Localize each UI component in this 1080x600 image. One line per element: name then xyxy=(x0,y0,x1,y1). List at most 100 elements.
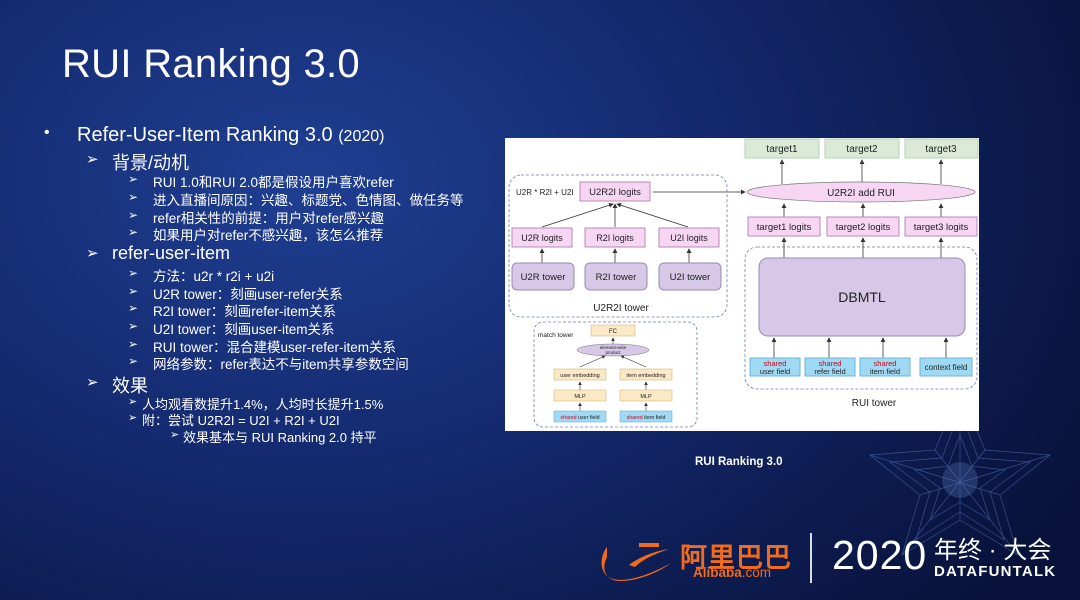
tower-box xyxy=(584,262,648,291)
arrow-marker: ➢ xyxy=(128,225,139,239)
event-name: 年终 · 大会 xyxy=(934,537,1052,564)
star-decoration-icon xyxy=(869,389,1051,556)
field-shared-label: shared xyxy=(764,359,787,368)
fc-label: FC xyxy=(609,329,618,335)
method-item: RUI tower：混合建模user-refer-item关系 xyxy=(153,340,397,355)
element-wise-label: product xyxy=(605,350,621,355)
target-logits-box xyxy=(904,216,978,237)
logits-box xyxy=(511,227,573,248)
target-label: target1 xyxy=(766,144,798,155)
embedding-label: item embedding xyxy=(626,373,665,379)
slide-title: RUI Ranking 3.0 xyxy=(62,42,360,86)
fc-box xyxy=(590,324,636,337)
mlp-box xyxy=(619,389,673,402)
arrow-marker: ➢ xyxy=(128,208,139,222)
match-field-label: shared item field xyxy=(627,415,666,421)
field-label: refer field xyxy=(814,367,845,376)
target-label: target2 xyxy=(846,144,878,155)
u2r2i-logits-label: U2R2I logits xyxy=(589,187,641,198)
rui-ranking-diagram: target1 target2 target3 U2R2I add RUI xyxy=(505,138,979,431)
tower-label: U2I tower xyxy=(670,272,711,283)
add-rui-label: U2R2I add RUI xyxy=(827,188,895,199)
arrow-marker: ➢ xyxy=(128,319,139,333)
mlp-label: MLP xyxy=(574,394,586,400)
logits-box xyxy=(584,227,646,248)
target-logits-label: target1 logits xyxy=(757,222,812,233)
tower-label: U2R tower xyxy=(521,272,566,283)
field-label: context field xyxy=(925,363,968,372)
event-year: 2020 xyxy=(832,532,928,578)
target-box xyxy=(744,138,820,159)
method-item: U2I tower：刻画user-item关系 xyxy=(153,322,335,337)
shared-refer-field xyxy=(804,357,856,377)
u2r2i-tower-group xyxy=(508,174,728,318)
main-bullet-year: (2020) xyxy=(338,128,385,145)
alibaba-brand: 阿里巴巴 xyxy=(680,543,792,573)
target-label: target3 xyxy=(925,144,957,155)
target-box xyxy=(904,138,979,159)
arrow-marker: ➢ xyxy=(128,284,139,298)
target-boxes: target1 target2 target3 xyxy=(744,138,979,159)
embedding-label: user embedding xyxy=(560,373,599,379)
alibaba-domain: Alibaba.com xyxy=(693,565,772,580)
target-logits-label: target2 logits xyxy=(836,222,891,233)
u2r2i-tower-label: U2R2I tower xyxy=(593,303,649,314)
method-item: 网络参数：refer表达不与item共享参数空间 xyxy=(153,357,409,372)
formula-label: U2R * R2I + U2I xyxy=(516,188,574,197)
arrow-marker: ➢ xyxy=(128,266,139,280)
background-item: 如果用户对refer不感兴趣，该怎么推荐 xyxy=(153,228,384,243)
arrow-marker: ➢ xyxy=(128,396,138,408)
background-item: refer相关性的前提：用户对refer感兴趣 xyxy=(153,211,385,226)
method-item: U2R tower：刻画user-refer关系 xyxy=(153,287,343,302)
arrow-marker: ➢ xyxy=(128,354,139,368)
method-item: 方法：u2r * r2i + u2i xyxy=(153,269,275,284)
tower-box xyxy=(511,262,575,291)
mlp-label: MLP xyxy=(640,394,652,400)
alibaba-logo-icon xyxy=(601,543,671,581)
target-logits-box xyxy=(747,216,821,237)
method-heading: refer-user-item xyxy=(112,243,231,263)
field-label: user field xyxy=(760,367,790,376)
arrow-marker: ➢ xyxy=(128,301,139,315)
shared-item-field xyxy=(859,357,911,377)
add-rui-node xyxy=(746,181,976,203)
dbmtl-box xyxy=(758,257,966,337)
main-bullet-label: Refer-User-Item Ranking 3.0 xyxy=(77,124,333,146)
match-shared-user-field xyxy=(553,410,607,423)
field-shared-label: shared xyxy=(874,359,897,368)
main-bullet: Refer-User-Item Ranking 3.0 (2020) xyxy=(77,124,384,147)
rui-tower-group xyxy=(744,246,978,390)
background-item: 进入直播间原因：兴趣、标题党、色情图、做任务等 xyxy=(153,193,464,208)
arrow-marker: ➢ xyxy=(86,374,99,391)
user-embedding-box xyxy=(553,368,607,381)
shared-user-field xyxy=(749,357,801,377)
tower-label: R2I tower xyxy=(596,272,637,283)
effect-item: 人均观看数提升1.4%，人均时长提升1.5% xyxy=(142,397,384,412)
arrow-marker: ➢ xyxy=(128,190,139,204)
item-embedding-box xyxy=(619,368,673,381)
datafuntalk-label: DATAFUNTALK xyxy=(934,563,1057,580)
effect-heading: 效果 xyxy=(112,376,148,396)
context-field xyxy=(919,357,973,377)
dbmtl-label: DBMTL xyxy=(838,289,886,305)
target-logits-box xyxy=(826,216,900,237)
element-wise-label: element-wise xyxy=(600,345,627,350)
mlp-box xyxy=(553,389,607,402)
arrow-marker: ➢ xyxy=(86,151,99,168)
arrow-marker: ➢ xyxy=(170,429,180,441)
background-heading: 背景/动机 xyxy=(112,153,190,173)
target-logits-label: target3 logits xyxy=(914,222,969,233)
logits-label: U2R logits xyxy=(521,233,563,243)
method-item: R2I tower：刻画refer-item关系 xyxy=(153,304,337,319)
field-shared-label: shared xyxy=(819,359,842,368)
diagram-caption: RUI Ranking 3.0 xyxy=(695,456,783,468)
match-tower-label: match tower xyxy=(538,332,574,339)
element-wise-node xyxy=(576,343,650,357)
logits-box xyxy=(658,227,720,248)
footer-divider xyxy=(810,533,812,583)
tower-box xyxy=(658,262,722,291)
logits-label: R2I logits xyxy=(596,233,634,243)
bullet-dot: • xyxy=(44,124,50,141)
u2r2i-logits-box xyxy=(579,181,651,202)
field-label: item field xyxy=(870,367,900,376)
